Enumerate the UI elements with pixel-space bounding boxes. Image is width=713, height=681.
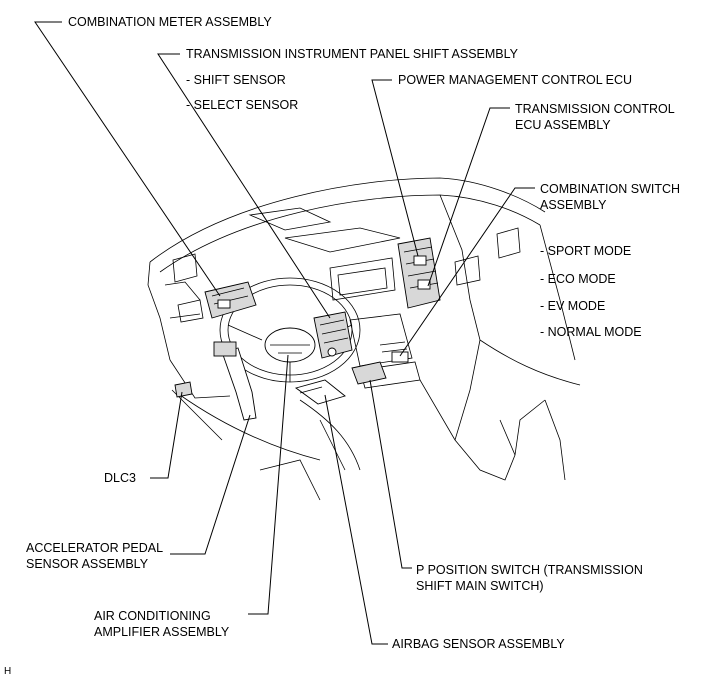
label-accelerator-pedal-1: ACCELERATOR PEDAL	[26, 541, 164, 555]
label-ev-mode: - EV MODE	[540, 299, 606, 313]
p-position-switch-shape	[351, 351, 409, 385]
dlc3-shape	[174, 381, 193, 398]
corner-mark: H	[4, 666, 12, 677]
label-transmission-panel-shift: TRANSMISSION INSTRUMENT PANEL SHIFT ASSE…	[186, 47, 519, 61]
label-power-management-ecu: POWER MANAGEMENT CONTROL ECU	[398, 73, 633, 87]
label-accelerator-pedal-2: SENSOR ASSEMBLY	[26, 557, 149, 571]
label-select-sensor: - SELECT SENSOR	[186, 98, 299, 112]
label-sport-mode: - SPORT MODE	[540, 244, 632, 258]
dashboard-outline	[147, 177, 581, 501]
label-eco-mode: - ECO MODE	[540, 272, 616, 286]
label-dlc3: DLC3	[104, 471, 136, 485]
leader-lines	[34, 21, 535, 645]
label-airbag-sensor: AIRBAG SENSOR ASSEMBLY	[392, 637, 565, 651]
label-air-conditioning-1: AIR CONDITIONING	[94, 609, 211, 623]
label-combination-switch-1: COMBINATION SWITCH	[540, 182, 681, 196]
accelerator-pedal-shape	[213, 341, 257, 421]
label-air-conditioning-2: AMPLIFIER ASSEMBLY	[94, 625, 230, 639]
shift-assembly-shape	[313, 311, 353, 359]
label-p-position-switch-2: SHIFT MAIN SWITCH)	[416, 579, 544, 593]
label-shift-sensor: - SHIFT SENSOR	[186, 73, 286, 87]
label-combination-meter: COMBINATION METER ASSEMBLY	[68, 15, 272, 29]
airbag-sensor-shape	[294, 379, 346, 405]
label-transmission-control-ecu-1: TRANSMISSION CONTROL	[515, 102, 675, 116]
combination-meter-shape	[204, 281, 257, 319]
label-combination-switch-2: ASSEMBLY	[540, 198, 607, 212]
label-normal-mode: - NORMAL MODE	[540, 325, 642, 339]
label-transmission-control-ecu-2: ECU ASSEMBLY	[515, 118, 611, 132]
label-p-position-switch-1: P POSITION SWITCH (TRANSMISSION	[416, 563, 643, 577]
steering-wheel	[219, 277, 361, 383]
ecu-shape	[397, 237, 441, 309]
